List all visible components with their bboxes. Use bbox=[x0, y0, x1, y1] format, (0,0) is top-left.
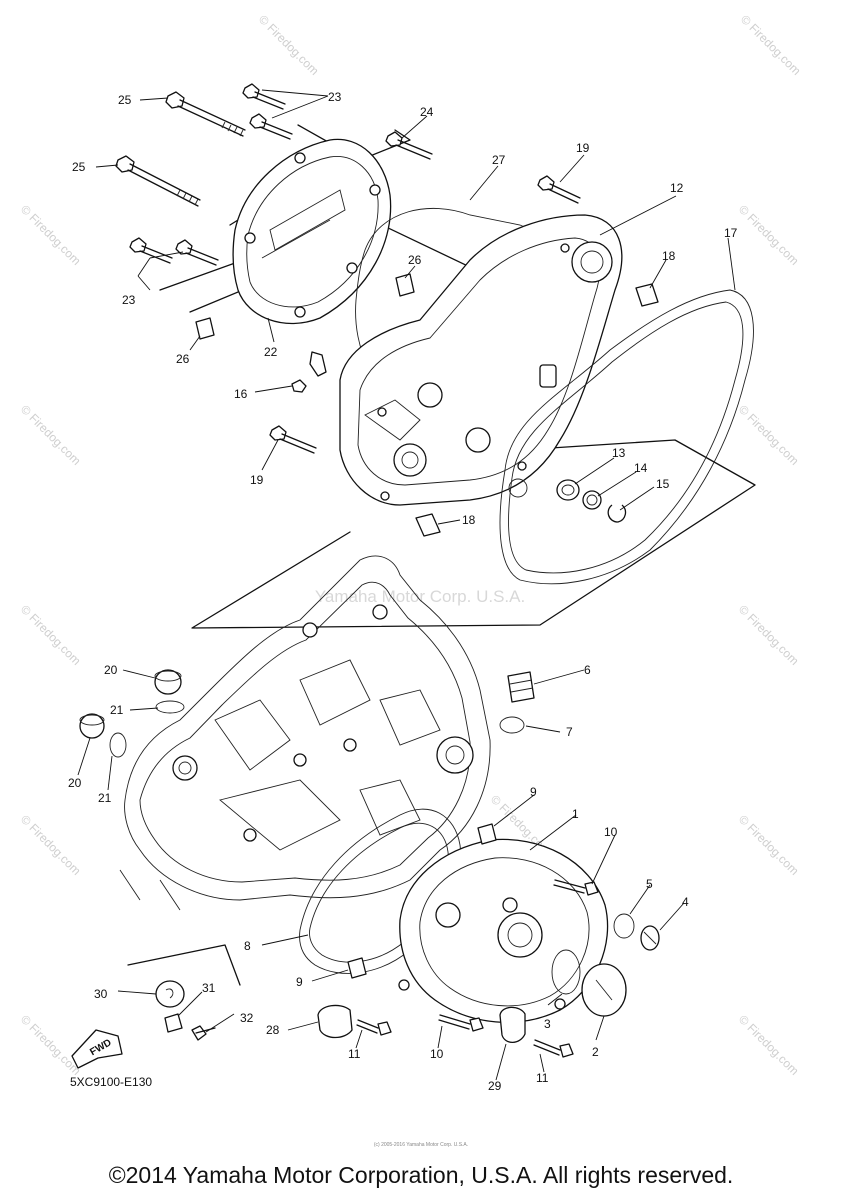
bolts-upper bbox=[115, 83, 659, 537]
diagram-code: 5XC9100-E130 bbox=[70, 1075, 152, 1089]
callouts: 25 25 23 23 24 27 19 12 17 18 26 26 22 1… bbox=[68, 90, 738, 1093]
callout-25: 25 bbox=[72, 160, 86, 174]
crankcase-cover-right bbox=[339, 214, 623, 506]
callout-11: 11 bbox=[536, 1071, 549, 1085]
callout-9: 9 bbox=[530, 785, 537, 799]
callout-12: 12 bbox=[670, 181, 684, 195]
callout-20: 20 bbox=[104, 663, 118, 677]
callout-10: 10 bbox=[430, 1047, 444, 1061]
callout-6: 6 bbox=[584, 663, 591, 677]
callout-31: 31 bbox=[202, 981, 216, 995]
callout-10: 10 bbox=[604, 825, 618, 839]
callout-24: 24 bbox=[420, 105, 434, 119]
side-watermark: © Firedog.com bbox=[736, 602, 802, 668]
side-watermark: © Firedog.com bbox=[18, 602, 84, 668]
side-watermark: © Firedog.com bbox=[736, 402, 802, 468]
callout-17: 17 bbox=[724, 226, 738, 240]
side-watermark: © Firedog.com bbox=[18, 202, 84, 268]
callout-26: 26 bbox=[408, 253, 422, 267]
guide-lines bbox=[127, 124, 756, 986]
callout-28: 28 bbox=[266, 1023, 280, 1037]
callout-16: 16 bbox=[234, 387, 248, 401]
callout-18: 18 bbox=[662, 249, 676, 263]
side-watermark: © Firedog.com bbox=[18, 1012, 84, 1078]
fine-print: (c) 2005-2016 Yamaha Motor Corp. U.S.A. bbox=[374, 1142, 468, 1148]
crankcase-cover-gasket bbox=[499, 289, 754, 585]
leader-lines bbox=[77, 89, 736, 1081]
callout-22: 22 bbox=[264, 345, 278, 359]
callout-18: 18 bbox=[462, 513, 476, 527]
callout-29: 29 bbox=[488, 1079, 502, 1093]
side-watermark: © Firedog.com bbox=[18, 402, 84, 468]
side-watermark: © Firedog.com bbox=[736, 1012, 802, 1078]
callout-23: 23 bbox=[328, 90, 342, 104]
callout-8: 8 bbox=[244, 939, 251, 953]
generator-cover bbox=[398, 838, 609, 1023]
callout-2: 2 bbox=[592, 1045, 599, 1059]
callout-4: 4 bbox=[682, 895, 689, 909]
callout-26: 26 bbox=[176, 352, 190, 366]
callout-1: 1 bbox=[572, 807, 579, 821]
callout-30: 30 bbox=[94, 987, 108, 1001]
fwd-arrow: FWD bbox=[71, 1029, 123, 1069]
side-watermark: © Firedog.com bbox=[738, 12, 804, 78]
callout-25: 25 bbox=[118, 93, 132, 107]
callout-27: 27 bbox=[492, 153, 506, 167]
callout-3: 3 bbox=[544, 1017, 551, 1031]
callout-21: 21 bbox=[98, 791, 112, 805]
side-watermark: © Firedog.com bbox=[18, 812, 84, 878]
callout-7: 7 bbox=[566, 725, 573, 739]
callout-13: 13 bbox=[612, 446, 626, 460]
callout-19: 19 bbox=[250, 473, 264, 487]
small-parts-lower bbox=[79, 669, 660, 1058]
callout-19: 19 bbox=[576, 141, 590, 155]
callout-15: 15 bbox=[656, 477, 670, 491]
callout-32: 32 bbox=[240, 1011, 254, 1025]
side-watermark: © Firedog.com bbox=[256, 12, 322, 78]
copyright-notice: ©2014 Yamaha Motor Corporation, U.S.A. A… bbox=[108, 1162, 734, 1188]
center-watermark: Yamaha Motor Corp. U.S.A. bbox=[315, 587, 525, 606]
callout-20: 20 bbox=[68, 776, 82, 790]
side-watermark: © Firedog.com bbox=[736, 812, 802, 878]
callout-23: 23 bbox=[122, 293, 136, 307]
side-watermark: © Firedog.com bbox=[736, 202, 802, 268]
oil-seal-set bbox=[556, 479, 627, 523]
callout-5: 5 bbox=[646, 877, 653, 891]
clutch-cover bbox=[232, 138, 392, 325]
callout-14: 14 bbox=[634, 461, 648, 475]
callout-11: 11 bbox=[348, 1047, 361, 1061]
crankcase-assembly bbox=[119, 555, 491, 911]
callout-9: 9 bbox=[296, 975, 303, 989]
callout-21: 21 bbox=[110, 703, 124, 717]
